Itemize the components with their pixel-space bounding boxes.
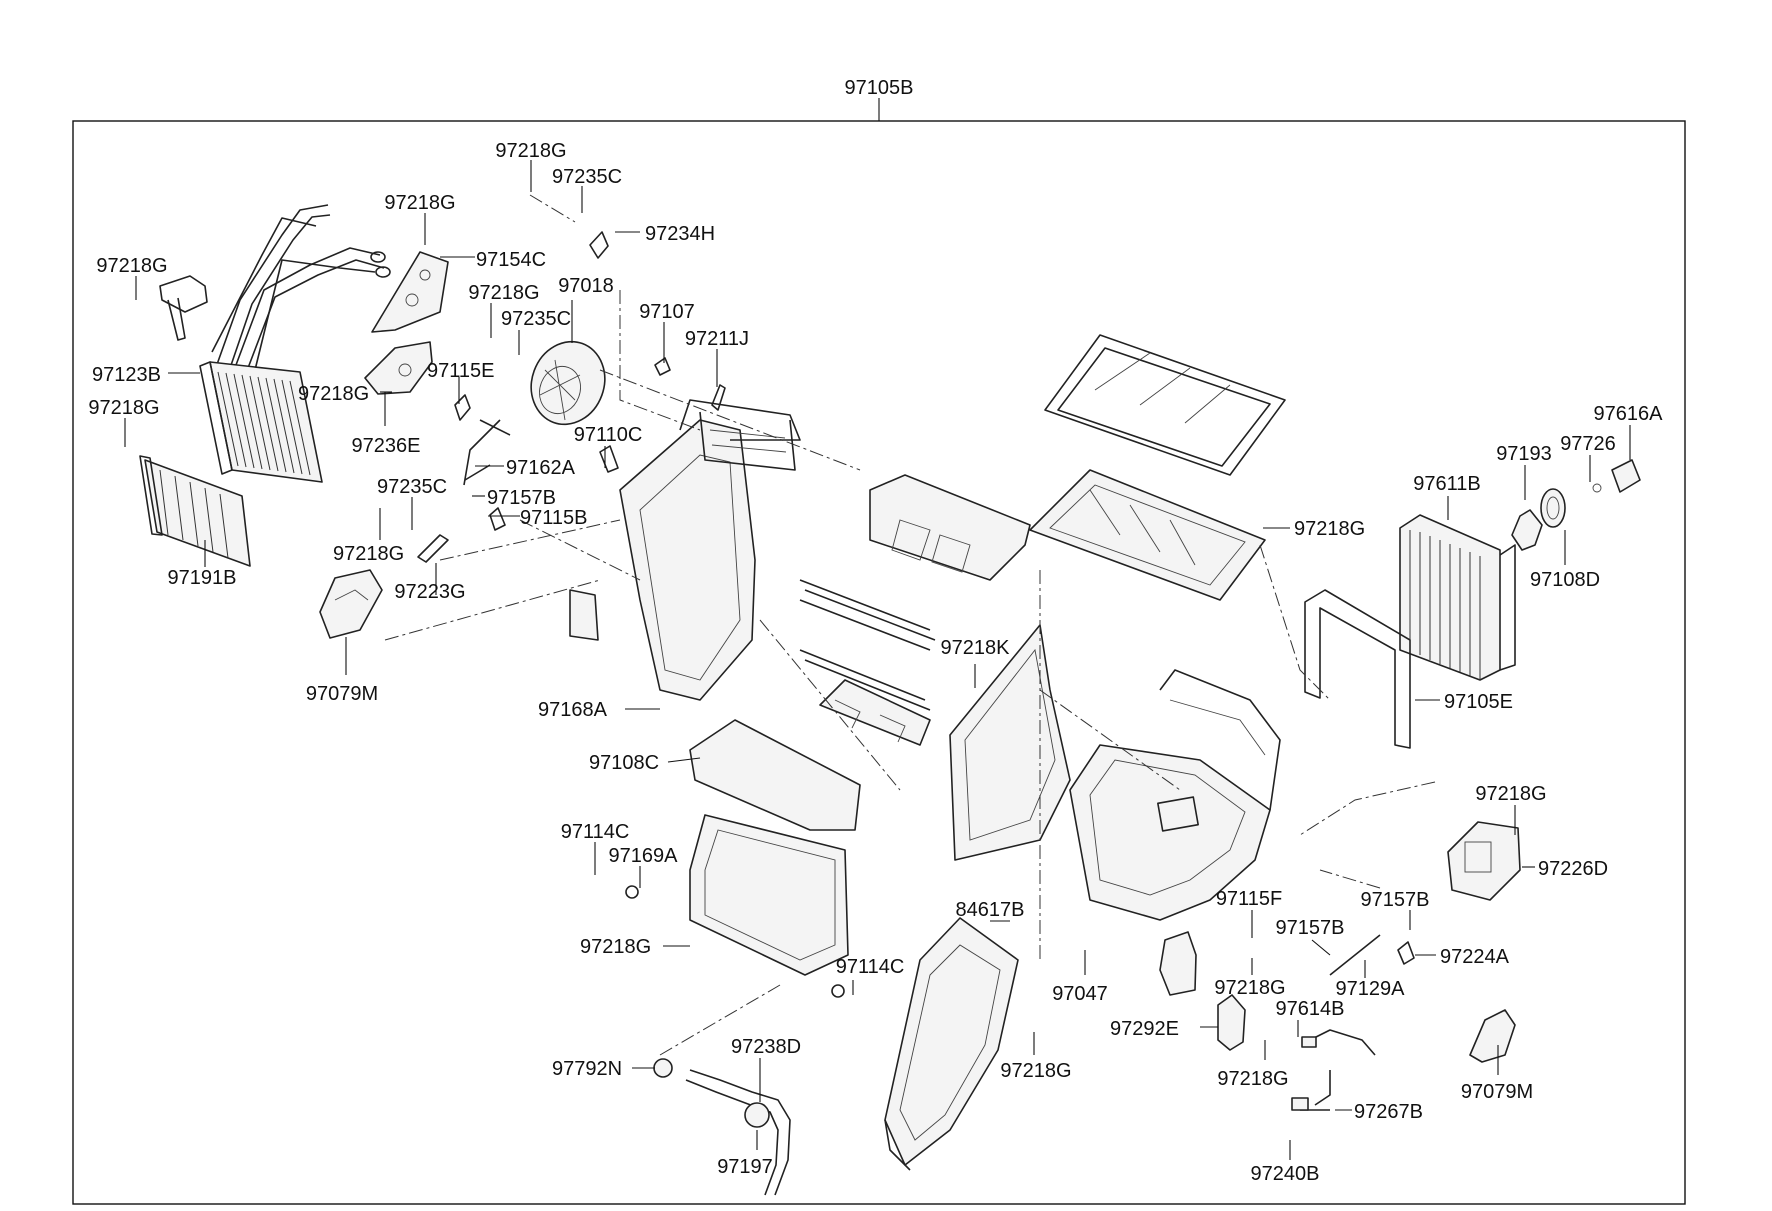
bracket-97154c <box>371 251 449 333</box>
drain-hose <box>653 1058 791 1196</box>
callout: 97157B <box>487 487 556 509</box>
callout: 97218G <box>96 255 167 277</box>
duct-84617b <box>884 917 1019 1171</box>
callout: 97226D <box>1538 858 1608 880</box>
duct-seal-right <box>1469 1009 1516 1063</box>
callout: 97154C <box>476 249 546 271</box>
callout: 97115F <box>1216 888 1282 910</box>
ptc-heater <box>139 455 251 567</box>
callout: 97110C <box>574 424 643 446</box>
center-door-parts <box>799 474 1031 746</box>
callout: 97218G <box>88 397 159 419</box>
callout: 97169A <box>609 845 679 867</box>
callout: 97115E <box>427 360 494 382</box>
callout: 97079M <box>306 683 378 705</box>
lower-case-parts <box>625 719 861 998</box>
callout: 97218G <box>1000 1060 1071 1082</box>
callout: 97218G <box>298 383 369 405</box>
callout: 97114C <box>836 956 905 978</box>
callout: 97267B <box>1354 1101 1423 1123</box>
callout: 97218G <box>580 936 651 958</box>
rod-97129a <box>1329 934 1415 976</box>
callout: 97218G <box>1475 783 1546 805</box>
mode-door-97018 <box>530 340 606 426</box>
callout: 97123B <box>92 364 161 386</box>
gaskets <box>1511 459 1641 551</box>
bracket-97236e <box>364 341 433 395</box>
callout: 97168A <box>538 699 608 721</box>
callout: 97792N <box>552 1058 622 1080</box>
callout: 97236E <box>352 435 421 457</box>
callout: 97129A <box>1336 978 1406 1000</box>
callout: 97218G <box>384 192 455 214</box>
filter-frame <box>1029 334 1286 601</box>
callout: 97079M <box>1461 1081 1533 1103</box>
callout: 97292E <box>1110 1018 1179 1040</box>
callout: 97108C <box>589 752 659 774</box>
callout: 97108D <box>1530 569 1600 591</box>
left-case-housing <box>569 399 801 701</box>
callout: 97157B <box>1276 917 1345 939</box>
callout: 97191B <box>168 567 237 589</box>
callout: 97235C <box>377 476 447 498</box>
callout: 97218G <box>495 140 566 162</box>
callout: 97018 <box>558 275 614 297</box>
callout: 97211J <box>685 328 749 350</box>
callout: 97218K <box>941 637 1011 659</box>
callout: 97726 <box>1560 433 1616 455</box>
callout: 97235C <box>501 308 571 330</box>
assembly-label: 97105B <box>845 77 914 99</box>
callout: 97218G <box>1294 518 1365 540</box>
actuator-97292e <box>1217 994 1246 1051</box>
callout: 97224A <box>1440 946 1510 968</box>
callout: 97235C <box>552 166 622 188</box>
callout: 97105E <box>1444 691 1513 713</box>
wiring-97267b <box>1291 1029 1376 1111</box>
callout: 97047 <box>1052 983 1108 1005</box>
callout: 97193 <box>1496 443 1552 465</box>
callout: 97218G <box>468 282 539 304</box>
seal-panel-97105e <box>1304 589 1411 749</box>
callout: 97162A <box>506 457 576 479</box>
callout: 97218G <box>1217 1068 1288 1090</box>
callout-labels: 97218G 97235C 97234H 97218G 97154C 97218… <box>88 140 1663 1185</box>
callout: 84617B <box>956 899 1025 921</box>
callout: 97223G <box>394 581 465 603</box>
heater-core <box>199 361 323 483</box>
callout: 97114C <box>561 821 630 843</box>
callout: 97240B <box>1251 1163 1320 1185</box>
small-linkages <box>417 231 726 563</box>
actuator-97226d <box>1447 821 1521 901</box>
callout: 97234H <box>645 223 715 245</box>
callout: 97157B <box>1361 889 1430 911</box>
callout: 97616A <box>1594 403 1664 425</box>
leader-lines <box>124 160 1631 1160</box>
heater-pipe-assembly <box>159 204 391 375</box>
callout: 97218G <box>333 543 404 565</box>
seal-97047 <box>1159 931 1197 996</box>
callout: 97614B <box>1276 998 1345 1020</box>
callout: 97107 <box>639 301 695 323</box>
callout: 97197 <box>717 1156 773 1178</box>
callout: 97238D <box>731 1036 801 1058</box>
center-main-housing <box>949 624 1281 921</box>
assembly-dash-lines <box>384 194 1436 1056</box>
callout: 97611B <box>1413 473 1480 495</box>
callout: 97218G <box>1214 977 1285 999</box>
evaporator-core <box>1399 514 1516 681</box>
callout: 97115B <box>520 507 587 529</box>
duct-seal-left <box>319 569 383 639</box>
